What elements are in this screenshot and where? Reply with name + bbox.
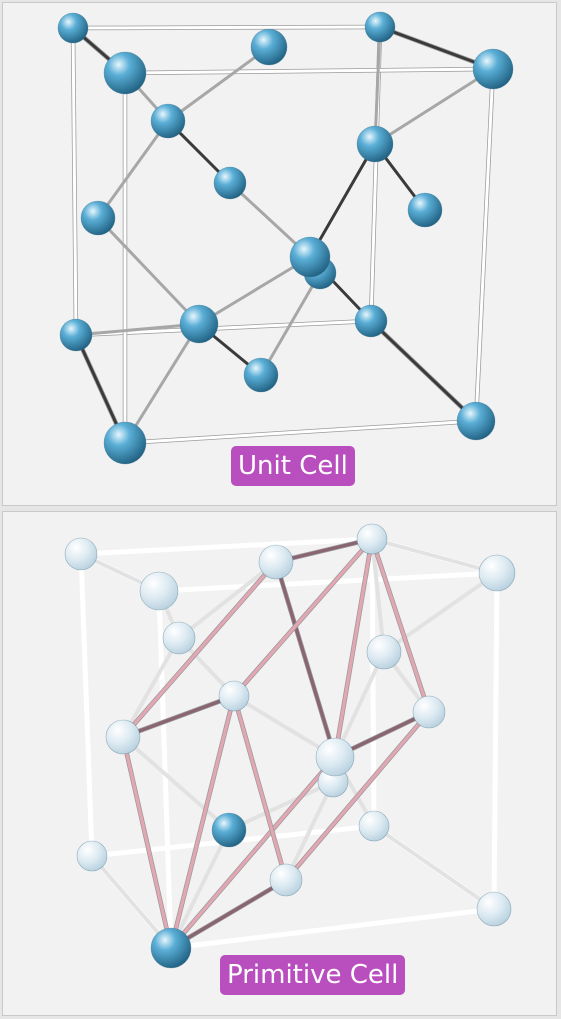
atom <box>59 318 93 352</box>
atom-faded <box>64 537 98 571</box>
atom-highlight <box>211 812 247 848</box>
primitive-bond <box>120 693 237 740</box>
atom <box>57 12 89 44</box>
atom <box>356 125 394 163</box>
atom <box>472 48 514 90</box>
unit-cell-panel <box>2 2 557 506</box>
bond <box>96 119 170 220</box>
atom-faded <box>358 810 390 842</box>
atom <box>354 304 388 338</box>
primitive-bond <box>120 559 279 740</box>
primitive-bond <box>231 536 375 699</box>
bond-faded <box>169 828 231 950</box>
bond <box>74 322 201 337</box>
bond-faded <box>370 537 386 654</box>
bond <box>373 67 495 146</box>
bond <box>369 319 478 423</box>
primitive-bond <box>283 709 432 883</box>
bond-faded <box>333 650 386 759</box>
bond <box>259 271 322 377</box>
atom-faded <box>218 680 250 712</box>
bond-faded <box>370 537 499 575</box>
atom <box>213 166 247 200</box>
atom-faded <box>478 554 516 592</box>
atom <box>364 11 396 43</box>
cell-edge <box>156 588 174 951</box>
cell-edge <box>122 66 496 76</box>
bond-faded <box>121 735 231 832</box>
primitive-bond <box>273 559 338 760</box>
atom-faded <box>76 840 108 872</box>
primitive-bond <box>168 754 338 951</box>
atom <box>407 192 443 228</box>
cell-edge <box>78 551 95 859</box>
cell-edge <box>156 570 500 594</box>
bond-faded <box>121 636 181 739</box>
atom <box>289 236 331 278</box>
atom-faded <box>105 719 141 755</box>
unit-cell-label: Unit Cell <box>231 446 355 486</box>
primitive-bond <box>369 536 432 715</box>
cell-edge <box>491 570 500 912</box>
bond-faded <box>177 560 278 640</box>
atom <box>103 51 147 95</box>
atom-faded <box>162 621 196 655</box>
atom-faded <box>258 544 294 580</box>
atom <box>243 357 279 393</box>
bond <box>308 142 377 259</box>
atom-faded <box>315 737 355 777</box>
cell-edge <box>70 24 383 31</box>
bond <box>373 25 382 146</box>
atom <box>456 401 496 441</box>
bond-faded <box>232 694 337 759</box>
unit-cell-diagram <box>57 11 514 465</box>
primitive-cell-label: Primitive Cell <box>220 955 406 995</box>
atom <box>179 304 219 344</box>
atom-faded <box>412 695 446 729</box>
primitive-cell-panel <box>2 511 557 1016</box>
atom-faded <box>476 891 512 927</box>
primitive-bond <box>332 536 375 760</box>
atom <box>103 421 147 465</box>
primitive-bond <box>168 693 237 951</box>
bond <box>96 216 201 326</box>
bond-faded <box>284 780 335 882</box>
atom-faded <box>139 571 179 611</box>
primitive-bond <box>231 693 289 883</box>
atom <box>250 28 288 66</box>
bond <box>123 322 201 445</box>
bond <box>166 45 271 123</box>
atom-highlight <box>150 927 192 969</box>
cell-edge <box>70 25 79 338</box>
atom <box>150 103 186 139</box>
cell-edge <box>122 418 479 446</box>
atom-faded <box>356 523 388 555</box>
atom-faded <box>269 863 303 897</box>
bond <box>197 255 312 326</box>
primitive-bond <box>120 734 174 951</box>
bond-faded <box>227 780 335 832</box>
cell-edge <box>473 66 496 424</box>
cell-edge <box>78 536 375 557</box>
primitive-bond <box>168 877 289 951</box>
atom <box>80 200 116 236</box>
primitive-cell-diagram <box>64 523 516 969</box>
atom-faded <box>366 634 402 670</box>
cell-edge <box>168 906 497 951</box>
cell-edge <box>73 318 374 338</box>
bond-faded <box>372 824 496 911</box>
bond-faded <box>382 571 499 654</box>
